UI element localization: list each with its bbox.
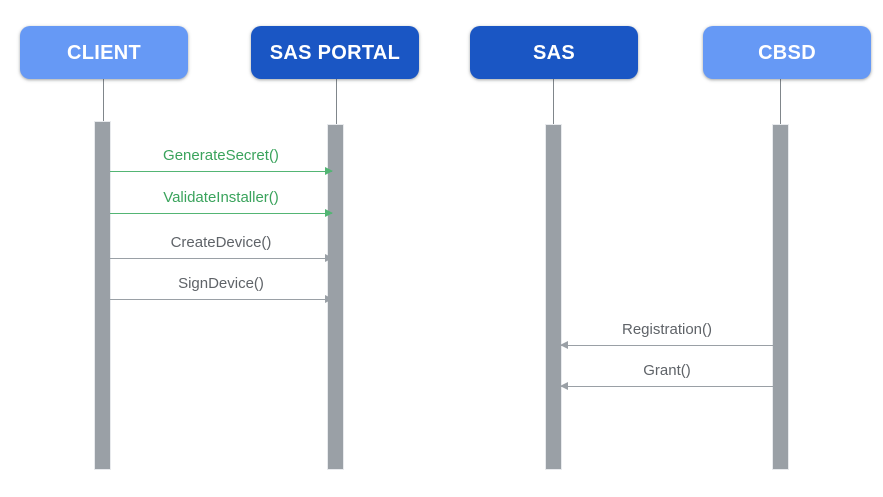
arrowhead-left-icon [560,381,568,390]
message-line-sign-device [110,299,332,300]
arrowhead-right-icon [325,253,333,262]
participant-label-client: CLIENT [66,41,142,64]
participant-cbsd[interactable]: CBSD [703,26,871,79]
participant-client[interactable]: CLIENT [20,26,188,79]
activation-bar-sas [545,124,562,470]
message-label-validate-installer: ValidateInstaller() [163,188,279,206]
message-line-validate-installer [110,213,332,214]
participant-label-sas: SAS [532,41,576,64]
arrowhead-right-icon [325,208,333,217]
message-line-generate-secret [110,171,332,172]
participant-label-sas-portal: SAS PORTAL [269,41,401,64]
lifeline-client [103,79,104,124]
arrowhead-right-icon [325,294,333,303]
message-label-generate-secret: GenerateSecret() [163,146,279,164]
message-line-grant [561,386,773,387]
message-line-registration [561,345,773,346]
arrowhead-left-icon [560,340,568,349]
lifeline-sas [553,79,554,124]
activation-bar-client [94,121,111,470]
message-label-registration: Registration() [621,320,713,338]
message-line-create-device [110,258,332,259]
message-label-grant: Grant() [643,361,691,379]
participant-label-cbsd: CBSD [758,41,816,64]
arrowhead-right-icon [325,166,333,175]
activation-bar-cbsd [772,124,789,470]
lifeline-cbsd [780,79,781,124]
message-label-create-device: CreateDevice() [170,233,272,251]
participant-sas-portal[interactable]: SAS PORTAL [251,26,419,79]
participant-sas[interactable]: SAS [470,26,638,79]
message-label-sign-device: SignDevice() [178,274,264,292]
lifeline-sas-portal [336,79,337,124]
